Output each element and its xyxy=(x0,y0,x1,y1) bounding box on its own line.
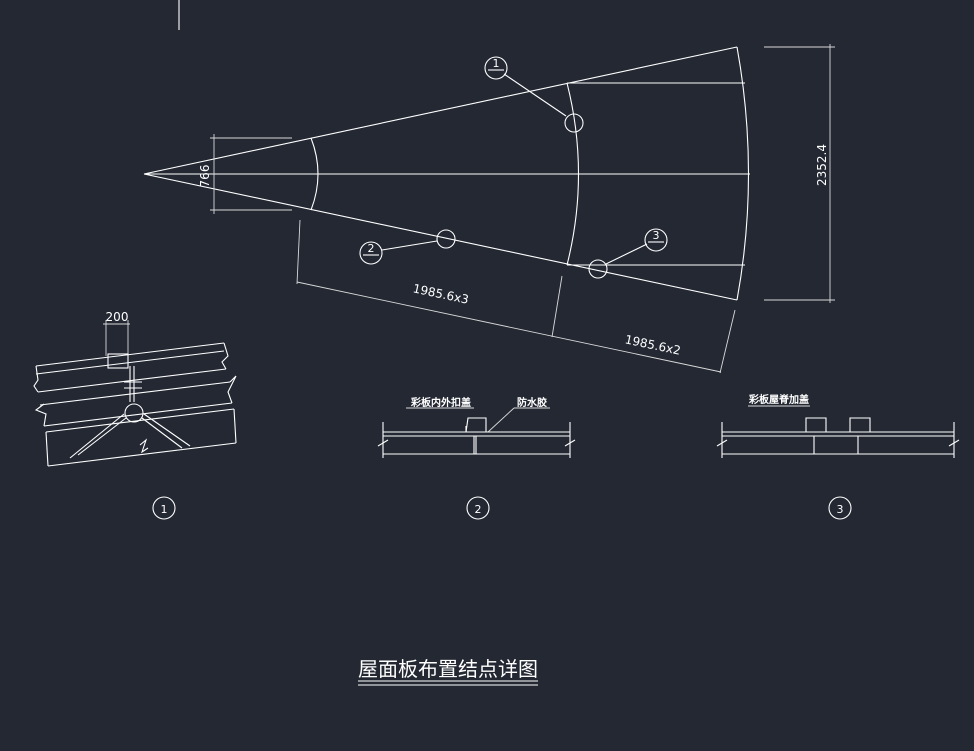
roof-panel-plan xyxy=(143,46,750,301)
plan-middle-arc xyxy=(566,82,580,266)
dim-segment-b-label: 1985.6x2 xyxy=(624,332,682,357)
dim-total-height-label: 2352.4 xyxy=(815,144,829,186)
plan-inner-arc xyxy=(310,137,319,211)
dim-root-width-label: 766 xyxy=(198,165,212,188)
plan-top-edge xyxy=(143,46,738,175)
detail-2-label-left: 彩板内外扣盖 xyxy=(410,396,471,409)
callout-3-number: 3 xyxy=(653,229,660,242)
node-ball xyxy=(124,403,144,423)
plan-outer-arc xyxy=(736,46,750,301)
drawing-title-block: 屋面板布置结点详图 xyxy=(358,657,538,686)
detail-1-dim-label: 200 xyxy=(106,310,129,324)
callout-1-number: 1 xyxy=(493,57,500,70)
plan-bottom-edge xyxy=(143,173,738,301)
detail-3: 彩板屋脊加盖 3 xyxy=(716,393,960,520)
dim-bottom: 1985.6x3 1985.6x2 xyxy=(296,219,736,374)
callout-2-number: 2 xyxy=(368,242,375,255)
dim-total-height: 2352.4 xyxy=(764,44,835,303)
detail-2: 彩板内外扣盖 防水胶 2 xyxy=(377,396,576,520)
detail-3-label: 彩板屋脊加盖 xyxy=(748,393,809,406)
detail-1: 200 1 xyxy=(33,310,237,520)
detail-1-marker: 1 xyxy=(161,503,168,516)
callout-1: 1 xyxy=(484,56,584,133)
dim-root-width: 766 xyxy=(198,134,292,214)
detail-2-label-right: 防水胶 xyxy=(517,396,547,409)
callout-2: 2 xyxy=(359,229,456,265)
callout-3: 3 xyxy=(588,228,668,279)
detail-2-marker: 2 xyxy=(475,503,482,516)
drawing-title: 屋面板布置结点详图 xyxy=(358,657,538,681)
detail-3-marker: 3 xyxy=(837,503,844,516)
dim-segment-a-label: 1985.6x3 xyxy=(412,281,470,306)
